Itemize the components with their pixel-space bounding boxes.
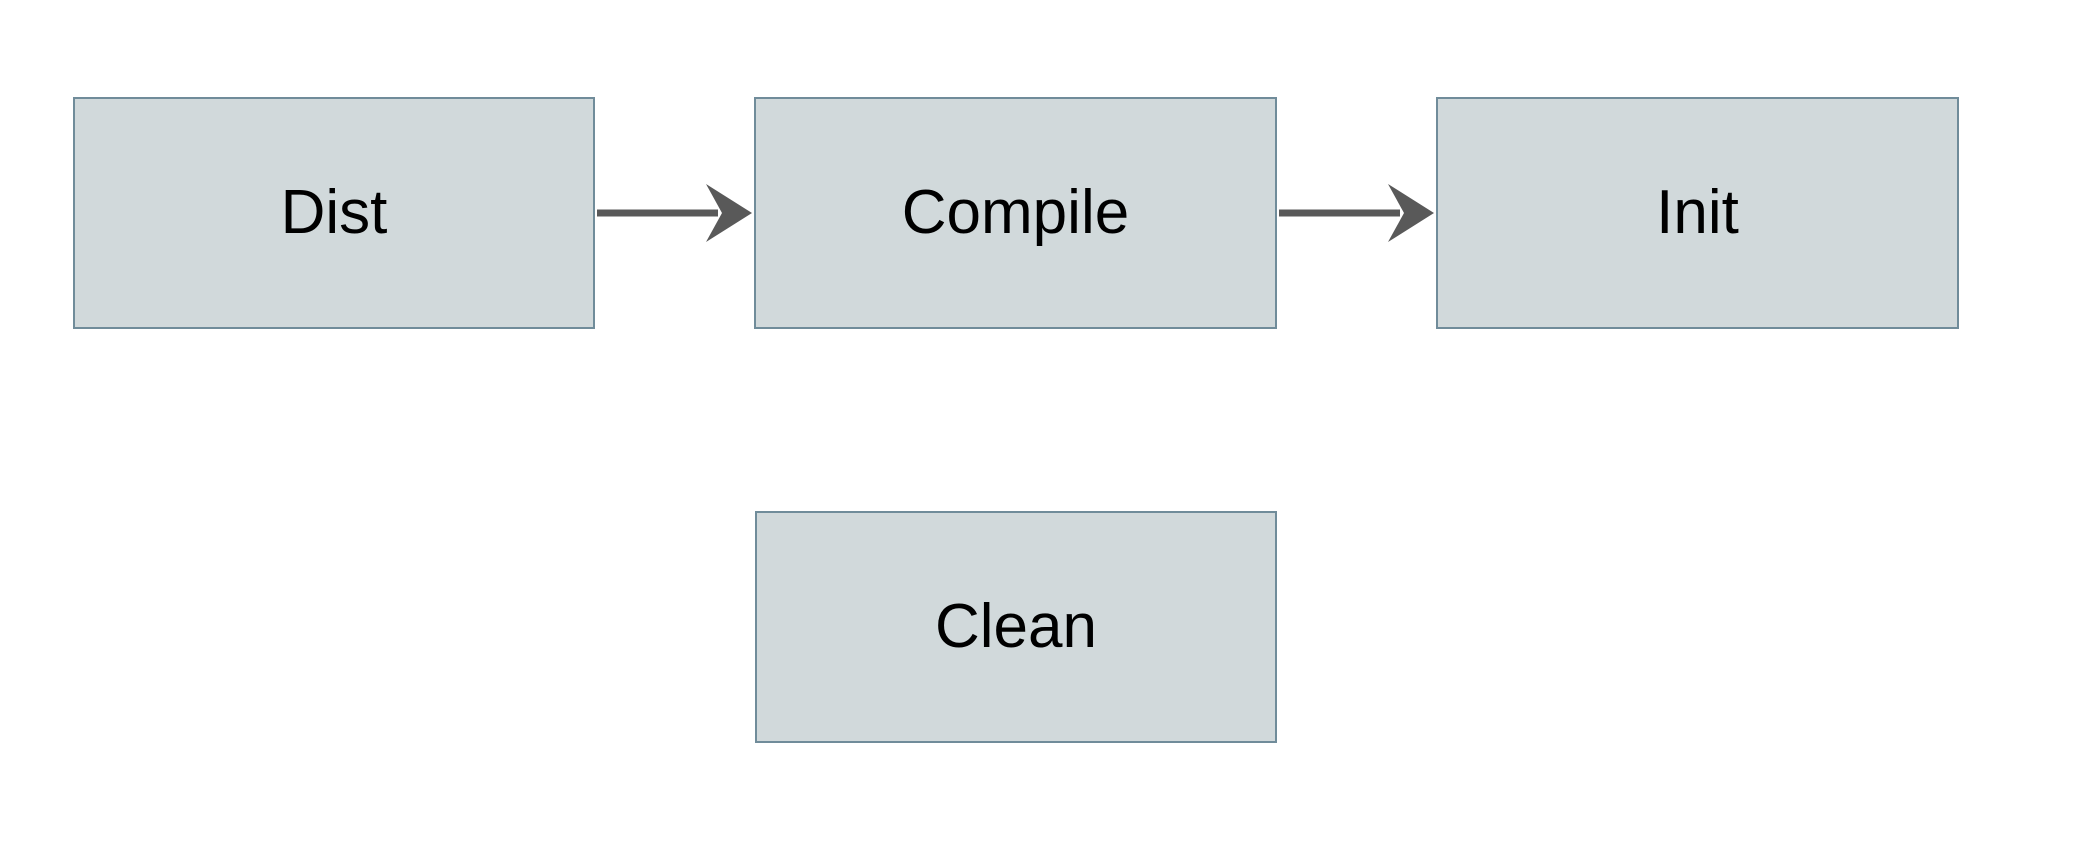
node-init-label: Init: [1656, 178, 1739, 247]
edge-dist-to-compile: [597, 184, 752, 242]
edge-compile-to-init: [1279, 184, 1434, 242]
node-compile[interactable]: Compile: [754, 97, 1277, 329]
node-clean-label: Clean: [935, 592, 1097, 661]
node-dist[interactable]: Dist: [73, 97, 595, 329]
node-clean[interactable]: Clean: [755, 511, 1277, 743]
node-init[interactable]: Init: [1436, 97, 1959, 329]
node-compile-label: Compile: [901, 178, 1130, 247]
node-dist-label: Dist: [280, 178, 388, 247]
